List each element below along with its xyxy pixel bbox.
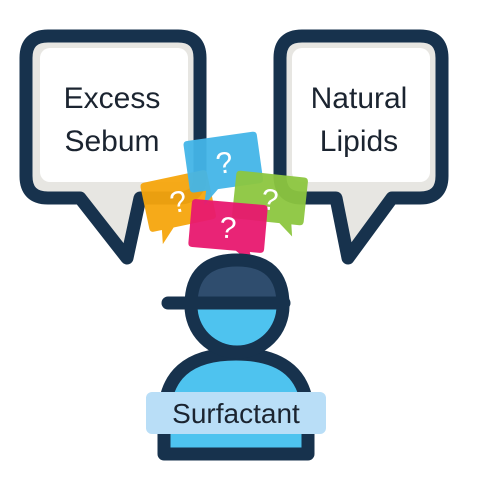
person-cap (193, 262, 281, 301)
question-bubbles: ? ? ? ? (140, 131, 308, 265)
question-bubble-pink-shape (188, 199, 268, 265)
person-label-box (146, 392, 326, 434)
person-cap-outline (184, 253, 290, 306)
question-bubble-pink: ? (188, 199, 268, 265)
question-bubble-blue: ? (183, 131, 264, 206)
bubble-right-line1: Natural (311, 82, 408, 115)
bubble-left-line2: Sebum (64, 125, 159, 158)
bubble-right-line2: Lipids (320, 125, 398, 158)
question-mark-blue: ? (214, 146, 235, 181)
bubble-left-line1: Excess (64, 82, 161, 115)
speech-bubble-left-inner (40, 48, 188, 182)
person-label: Surfactant (172, 398, 300, 429)
question-bubble-blue-shape (183, 131, 264, 206)
speech-bubble-left: Excess Sebum (19, 29, 207, 265)
question-mark-orange: ? (167, 185, 190, 221)
speech-bubble-right-inner (292, 48, 430, 182)
speech-bubble-right: Natural Lipids (273, 29, 449, 265)
question-mark-pink: ? (218, 211, 238, 245)
person-figure: Surfactant (146, 253, 326, 461)
